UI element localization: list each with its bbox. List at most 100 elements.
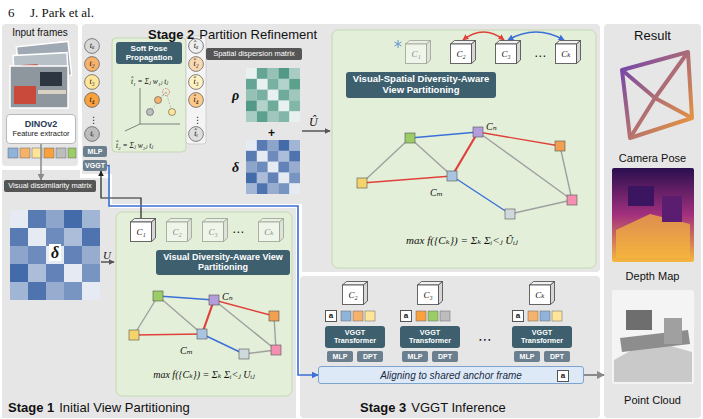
cube-outline bbox=[167, 222, 188, 242]
box-label: MLP bbox=[333, 353, 348, 361]
pose-token: t̂₄ bbox=[188, 92, 204, 108]
figure-label: ⋯ bbox=[232, 225, 244, 239]
pose-axes bbox=[125, 88, 180, 131]
cluster-label: C₃ bbox=[501, 49, 510, 59]
cube-outline bbox=[451, 44, 472, 64]
label-slot: Point Cloud bbox=[604, 390, 701, 408]
graph-vertex bbox=[473, 127, 483, 137]
graph-vertex bbox=[357, 178, 367, 188]
box-label: a bbox=[561, 372, 565, 381]
module-background bbox=[112, 30, 596, 396]
cube-outline bbox=[280, 219, 284, 242]
figure-label: + bbox=[268, 126, 275, 140]
label-slot: ⋯ bbox=[478, 330, 492, 348]
module-background bbox=[112, 38, 186, 152]
pose-token: t̂ᵢ bbox=[188, 126, 204, 142]
depth-map-image bbox=[662, 196, 682, 222]
cube-outline bbox=[259, 222, 280, 242]
stage-panels bbox=[2, 170, 296, 418]
box-label: VGGT Transformer bbox=[325, 329, 385, 345]
cluster-label: C₃ bbox=[423, 290, 432, 300]
camera-pose-icon bbox=[622, 52, 692, 138]
process-box: MLP bbox=[83, 146, 107, 157]
token-row bbox=[341, 311, 562, 321]
figure-label: δ bbox=[232, 160, 239, 175]
connector bbox=[101, 171, 141, 218]
partition-graph bbox=[134, 132, 572, 354]
panel-heading-row: Input frames bbox=[2, 27, 78, 38]
module-title-band: Visual Diversity-Aware View Partitioning bbox=[156, 250, 290, 275]
label-slot: J. Park et al. bbox=[30, 3, 94, 21]
box-label: DPT bbox=[438, 353, 452, 361]
cluster-cube: C₁ bbox=[405, 40, 431, 64]
box-label: DINOv2 bbox=[25, 120, 58, 130]
box-label: Feature extractor bbox=[12, 130, 69, 138]
process-box: VGGT Transformer bbox=[400, 326, 460, 348]
graph-vertex bbox=[405, 133, 415, 143]
figure-label: Depth Map bbox=[626, 270, 680, 282]
process-box: MLP bbox=[514, 351, 540, 362]
process-box: MLP bbox=[327, 351, 353, 362]
process-box: DPT bbox=[544, 351, 570, 362]
token-circle bbox=[189, 75, 204, 90]
process-box: a bbox=[512, 310, 524, 322]
figure-label: Cₙ bbox=[222, 291, 233, 302]
process-box: VGGT bbox=[83, 160, 107, 171]
label-slot: + bbox=[268, 123, 275, 141]
cube-outline bbox=[418, 285, 439, 305]
box-label: a bbox=[329, 312, 333, 321]
graph-vertex bbox=[239, 349, 249, 359]
partition-graph bbox=[134, 296, 276, 354]
token-circle bbox=[85, 39, 100, 54]
figure-label: max f({Cₖ}) = Σₖ Σᵢ<ⱼ Ûᵢⱼ bbox=[406, 234, 518, 246]
module-title: Visual Diversity-Aware View Partitioning bbox=[156, 250, 290, 275]
cube-face: C₁ bbox=[130, 222, 152, 242]
label-slot: 6 bbox=[8, 3, 15, 21]
connector bbox=[584, 374, 604, 376]
cluster-label: Cₖ bbox=[535, 290, 544, 300]
figure-label: ⋮ bbox=[193, 115, 202, 125]
graph-vertex bbox=[129, 330, 139, 340]
label-slot: U bbox=[103, 245, 111, 263]
frozen-icon bbox=[395, 40, 402, 48]
cube-outline bbox=[224, 219, 228, 242]
depth-map-image bbox=[612, 168, 694, 262]
cube-outline bbox=[343, 285, 364, 305]
cluster-cube: C₁ bbox=[130, 218, 156, 242]
point-cloud-image bbox=[612, 290, 694, 384]
heatmap-matrix bbox=[246, 68, 300, 122]
graph-vertex bbox=[567, 195, 577, 205]
stage-panel: Stage 1Initial View PartitioningVisual d… bbox=[2, 170, 296, 418]
cube-outline bbox=[188, 219, 192, 242]
pose-token: t̂₃ bbox=[188, 74, 204, 90]
process-box: MLP bbox=[402, 351, 428, 362]
figure-label: J. Park et al. bbox=[30, 5, 94, 20]
cube-face: Cₖ bbox=[555, 44, 577, 64]
panel-heading: Result bbox=[634, 28, 671, 43]
depth-map-image bbox=[612, 168, 694, 262]
input-frames-photo bbox=[38, 90, 66, 94]
pose-axes bbox=[125, 88, 180, 131]
graph-vertex bbox=[505, 209, 515, 219]
token-circle bbox=[85, 75, 100, 90]
label-slot: Camera Pose bbox=[604, 148, 701, 166]
pose-token: t₃ bbox=[84, 74, 100, 90]
panel-heading: Stage 3 bbox=[360, 400, 406, 415]
figure-label: Point Cloud bbox=[624, 394, 681, 406]
graph-vertex bbox=[197, 329, 207, 339]
panel-heading: Input frames bbox=[12, 27, 68, 38]
cluster-cube: C₂ bbox=[450, 40, 476, 64]
cube-outline bbox=[517, 41, 521, 64]
cube-outline bbox=[556, 44, 577, 64]
cube-outline bbox=[364, 282, 368, 305]
figure-label: ⋯ bbox=[478, 331, 492, 347]
label-slot: t̂₂ = Σⱼ w₂ⱼ tⱼ bbox=[116, 134, 153, 152]
stage-panels bbox=[2, 24, 701, 418]
label-slot: ρ bbox=[232, 86, 239, 104]
cube-outline bbox=[427, 41, 431, 64]
cluster-label: C₂ bbox=[348, 290, 357, 300]
token-row bbox=[552, 311, 562, 321]
pose-points bbox=[155, 97, 162, 104]
